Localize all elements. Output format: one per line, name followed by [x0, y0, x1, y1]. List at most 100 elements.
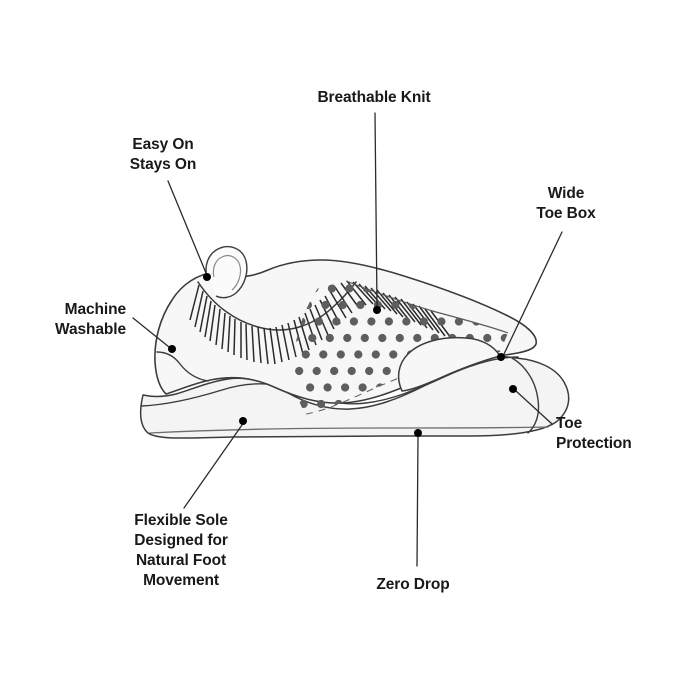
knit-dot [457, 268, 465, 276]
knit-dot [317, 399, 326, 409]
knit-dot [308, 466, 316, 474]
knit-dot [658, 466, 666, 474]
knit-dot [372, 482, 380, 490]
knit-dot [667, 400, 675, 408]
knit-dot [343, 466, 351, 474]
callout-label-easy-on-stays-on[interactable]: Easy On Stays On [129, 136, 197, 173]
knit-dot [660, 416, 668, 424]
knit-dot [327, 284, 336, 293]
leader-line-easy-on-stays-on [167, 180, 207, 274]
leader-line-wide-toe-box [503, 231, 563, 355]
toe-box-panel [397, 336, 501, 392]
knit-dot [529, 350, 537, 358]
knit-dot [525, 317, 533, 325]
knit-dot [610, 367, 618, 375]
leader-dot-machine-washable [168, 345, 176, 353]
knit-dot [634, 482, 642, 490]
callout-label-wide-toe-box[interactable]: Wide Toe Box [536, 185, 596, 222]
knit-dot [617, 350, 625, 358]
callout-label-breathable-knit[interactable]: Breathable Knit [317, 89, 431, 106]
knit-dot [671, 433, 679, 441]
knit-dot [649, 268, 657, 276]
knit-dot [588, 334, 596, 342]
knit-dot [485, 284, 494, 293]
knit-dot [382, 366, 391, 376]
knit-dot [384, 317, 393, 326]
knit-dot [544, 268, 552, 276]
knit-dot [389, 350, 398, 359]
knit-dot [509, 268, 517, 276]
knit-dot [580, 400, 588, 408]
knit-dot [437, 449, 445, 457]
knit-dot [477, 482, 485, 490]
knit-dot [301, 350, 310, 359]
leader-dot-toe-protection [509, 385, 517, 393]
knit-dot [325, 333, 334, 343]
knit-dot [687, 482, 695, 490]
knit-dot [299, 399, 308, 409]
knit-dot [431, 466, 439, 474]
callout-label-zero-drop[interactable]: Zero Drop [376, 576, 450, 593]
knit-dot [389, 482, 397, 490]
knit-dot [660, 284, 668, 292]
knit-dot [555, 284, 563, 292]
knit-dot [654, 301, 662, 309]
knit-dot [619, 301, 627, 309]
knit-dot [321, 300, 330, 310]
knit-dot [599, 350, 607, 358]
knit-dot [562, 268, 570, 276]
leader-dot-wide-toe-box [497, 353, 505, 361]
knit-dot [437, 317, 446, 326]
knit-dot [371, 350, 380, 359]
knit-dot [669, 482, 677, 490]
knit-dot [612, 317, 620, 325]
knit-dot [643, 284, 651, 292]
knit-dot [378, 466, 386, 474]
knit-panel-edge [345, 280, 509, 334]
knit-dot [358, 383, 367, 392]
knit-dot [665, 449, 673, 457]
knit-dot [663, 367, 671, 375]
knit-dot [595, 317, 603, 325]
knit-dot [606, 466, 614, 474]
knit-dot [308, 333, 317, 343]
knit-dot [338, 300, 347, 310]
knit-dot [632, 268, 640, 276]
knit-dot [623, 334, 631, 342]
knit-dot [665, 317, 673, 325]
knit-dot [645, 367, 653, 375]
knit-dot [345, 284, 354, 293]
knit-dot [604, 383, 612, 391]
knit-dot [615, 400, 623, 408]
knit-dot [391, 300, 400, 310]
knit-dot [643, 416, 651, 424]
knit-dot [314, 317, 323, 326]
knit-dot [367, 449, 375, 457]
knit-dot [312, 366, 321, 376]
knit-dot [326, 466, 334, 474]
knit-dot [490, 449, 498, 457]
knit-dot [413, 333, 422, 343]
knit-dot [492, 268, 500, 276]
knit-dot [385, 449, 393, 457]
knit-dot [566, 301, 574, 309]
knit-dot [573, 284, 581, 292]
knit-collar-hatching [189, 280, 452, 365]
knit-dot [647, 449, 655, 457]
knit-dot [332, 317, 341, 326]
knit-dot [306, 383, 315, 392]
knit-dot [337, 482, 345, 490]
knit-dot [494, 482, 502, 490]
knit-dot [455, 449, 463, 457]
knit-dot [518, 466, 526, 474]
knit-dot [634, 350, 642, 358]
callout-label-flexible-sole[interactable]: Flexible Sole Designed for Natural Foot … [134, 512, 228, 589]
knit-dot [323, 383, 332, 392]
knit-dot [547, 350, 555, 358]
knit-dot [579, 268, 587, 276]
knit-dot [459, 482, 467, 490]
knit-dot [395, 333, 404, 343]
knit-dot [641, 334, 649, 342]
callout-label-toe-protection[interactable]: Toe Protection [556, 415, 632, 452]
callout-label-machine-washable[interactable]: Machine Washable [55, 301, 126, 338]
